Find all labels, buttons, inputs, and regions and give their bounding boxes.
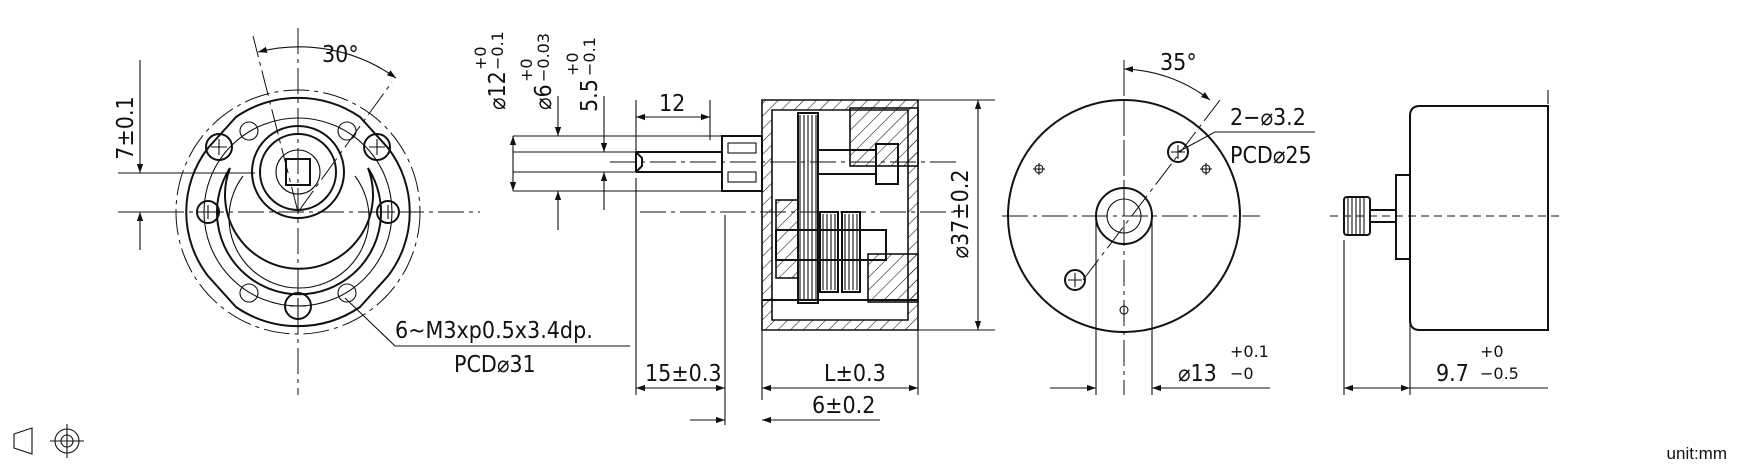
unit-label: unit:mm [1667,444,1727,463]
side-dia-small-upper: +0 [517,58,536,82]
front-hub-ring [259,133,337,211]
motor-dim-lower: −0.5 [1480,364,1519,383]
front-flange-outline [185,96,411,328]
front-shaft-flat [285,158,311,186]
side-rear-bearing [875,143,899,185]
side-inner-wall [775,199,799,279]
side-flat-lower: −0.1 [580,37,599,76]
front-thread-note: 6~M3xp0.5x3.4dp. [395,318,593,344]
side-planet-gear-a-teeth [822,214,836,290]
side-dia-main-upper: +0 [471,46,490,70]
motor-view: 9.7 +0 −0.5 [1330,90,1560,395]
side-flat: 5.5 [577,79,603,112]
side-rear-cap [867,253,919,303]
rear-body-circle [1007,99,1241,333]
side-motor-mount [849,107,919,167]
side-gear-len: 6±0.2 [812,393,875,419]
side-view: ⌀12 +0 −0.1 ⌀6 +0 −0.03 5.5 +0 −0.1 12 [471,31,995,425]
front-mount-holes [196,121,400,320]
front-height-label: 7±0.1 [113,96,139,159]
side-length: L±0.3 [824,361,886,387]
motor-boss [1395,174,1411,260]
side-flat-upper: +0 [563,52,582,76]
front-angle-arc [257,46,397,79]
front-crescent-inner [228,175,370,289]
rear-view: 35° 2−⌀3.2 PCD⌀25 ⌀13 +0.1 −0 [1002,50,1315,395]
side-shaft-ext: 15±0.3 [645,361,722,387]
rear-angle-arc [1123,66,1211,101]
side-planet-gear-b-teeth [844,214,858,290]
rear-holes [1033,141,1212,316]
front-angle-line-b [297,81,393,213]
front-shaft-circle [275,149,321,195]
side-shaft-len: 12 [659,91,685,117]
side-bearing-ball-bottom [727,171,757,183]
front-pcd-note: PCD⌀31 [454,352,536,378]
side-dia-main: ⌀12 [485,71,511,110]
rear-boss-tol-lower: −0 [1230,364,1254,383]
projection-symbol-icon [13,424,84,458]
side-body-dia: ⌀37±0.2 [948,169,974,258]
side-planet-gear-b [841,211,861,293]
side-bearing-ball-top [727,142,757,154]
side-dia-small: ⌀6 [531,84,557,110]
side-main-gear-teeth [799,115,817,301]
front-thread-leader [344,297,630,347]
side-dia-main-group: ⌀12 +0 −0.1 [471,31,511,110]
motor-dim: 9.7 [1436,361,1469,387]
rear-pcd-note: PCD⌀25 [1230,143,1312,169]
rear-hole-note: 2−⌀3.2 [1230,105,1306,131]
side-dia-small-lower: −0.03 [534,33,553,82]
front-hub-outer [251,125,345,219]
front-angle-label: 30° [322,42,359,68]
side-flat-group: 5.5 +0 −0.1 [563,37,603,112]
rear-boss-tol-upper: +0.1 [1230,342,1269,361]
side-dia-main-lower: −0.1 [488,31,507,70]
rear-hole-leader [1177,131,1315,153]
rear-boss-dia: ⌀13 [1178,361,1217,387]
motor-can [1409,105,1549,331]
side-planet-gear-a [819,211,839,293]
motor-dim-upper: +0 [1480,342,1504,361]
front-crescent [216,167,382,296]
side-dia-small-group: ⌀6 +0 −0.03 [517,33,557,110]
front-view: 30° 7±0.1 6~M3xp0.5x3.4dp. PCD⌀31 [113,28,630,395]
rear-angle-centerline [1082,99,1221,281]
rear-angle-label: 35° [1160,50,1197,76]
